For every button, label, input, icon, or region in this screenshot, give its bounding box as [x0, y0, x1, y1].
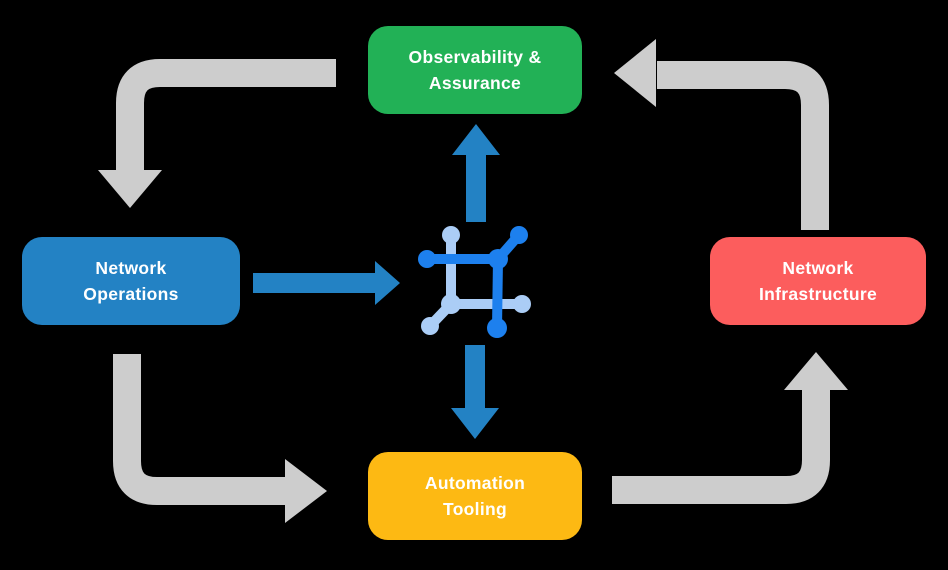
arrow-head-up-icon: [784, 352, 848, 390]
arrow-up-icon: [452, 124, 500, 222]
arrow-shaft: [657, 61, 829, 230]
node-observability-assurance: Observability & Assurance: [368, 26, 582, 114]
arrow-head-left-icon: [614, 39, 656, 107]
arrow-observability-to-operations: [98, 59, 336, 208]
arrow-platform-to-automation: [451, 345, 499, 439]
arrow-shaft: [116, 59, 336, 171]
node-label: Network Infrastructure: [759, 258, 877, 304]
arrow-head-right-icon: [285, 459, 327, 523]
arrow-platform-to-observability: [452, 124, 500, 222]
node-label: Observability & Assurance: [408, 47, 542, 93]
node-network-infrastructure: Network Infrastructure: [710, 237, 926, 325]
arrow-shaft: [612, 389, 830, 504]
node-automation-tooling: Automation Tooling: [368, 452, 582, 540]
arrow-down-icon: [451, 345, 499, 439]
arrow-head-down-icon: [98, 170, 162, 208]
arrow-infrastructure-to-observability: [614, 39, 829, 230]
arrow-right-icon: [253, 261, 400, 305]
node-label: Network Operations: [83, 258, 179, 304]
arrow-automation-to-infrastructure: [612, 352, 848, 504]
network-platform-icon: [418, 226, 531, 338]
node-label: Automation Tooling: [424, 473, 526, 519]
arrow-shaft: [113, 354, 286, 505]
arrow-operations-to-platform: [253, 261, 400, 305]
arrow-operations-to-automation: [113, 354, 327, 523]
node-network-operations: Network Operations: [22, 237, 240, 325]
